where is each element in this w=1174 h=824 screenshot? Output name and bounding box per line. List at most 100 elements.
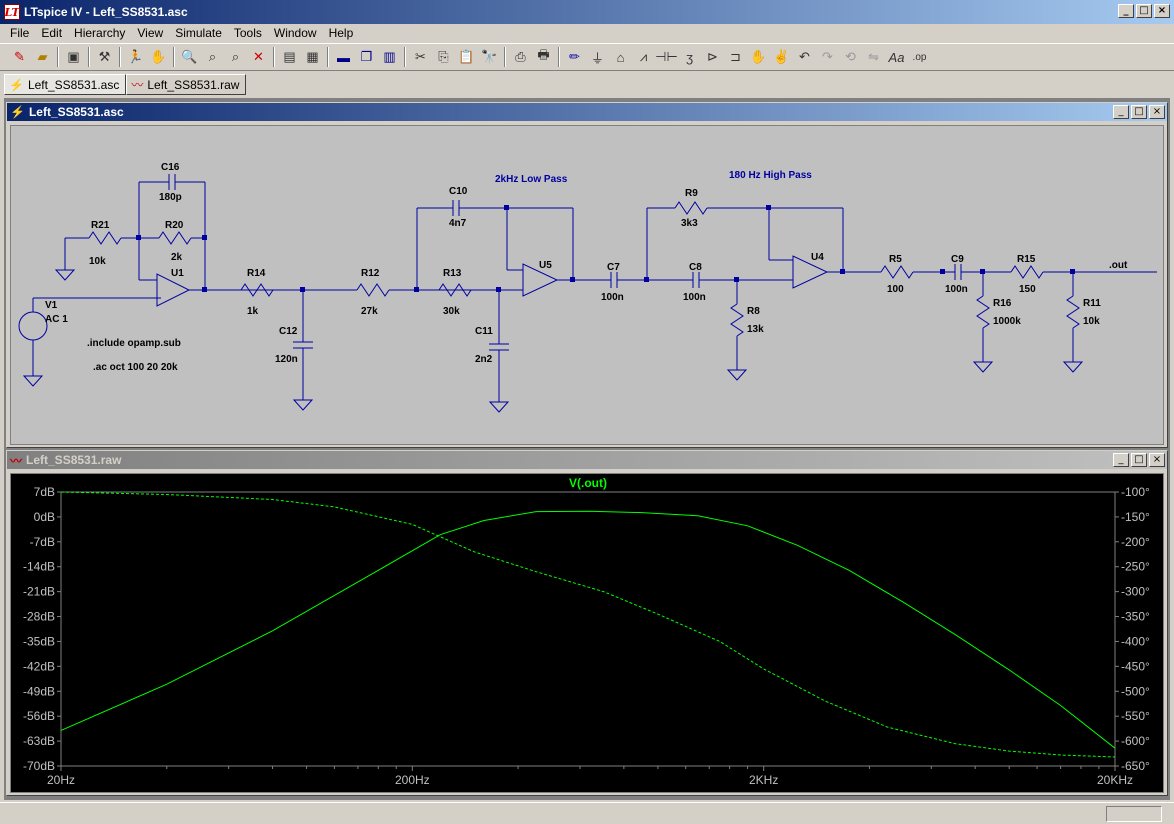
y-right-tick-label: -650° xyxy=(1121,759,1150,773)
y-right-tick-label: -600° xyxy=(1121,734,1150,748)
trace-label: V(.out) xyxy=(569,476,607,490)
text-icon[interactable]: Aa xyxy=(888,49,905,65)
status-bar xyxy=(0,802,1174,824)
menu-file[interactable]: File xyxy=(10,26,30,40)
y-left-tick-label: -28dB xyxy=(23,610,55,624)
menu-hierarchy[interactable]: Hierarchy xyxy=(74,26,126,40)
wire-icon[interactable]: ✏ xyxy=(569,49,580,64)
run-icon[interactable]: 🏃 xyxy=(127,49,144,64)
schematic-maximize-button[interactable]: □ xyxy=(1131,105,1147,119)
y-right-tick-label: -200° xyxy=(1121,535,1150,549)
waveform-minimize-button[interactable]: _ xyxy=(1113,453,1129,467)
halt-icon[interactable]: ✋ xyxy=(150,49,167,64)
maximize-button[interactable]: □ xyxy=(1136,4,1152,18)
menu-edit[interactable]: Edit xyxy=(41,26,63,40)
r8-label: R8 xyxy=(747,306,760,317)
tile-horizontal-icon[interactable]: ▬ xyxy=(337,49,350,65)
tab-waveform[interactable]: 〰 Left_SS8531.raw xyxy=(126,74,247,95)
y-left-tick-label: -49dB xyxy=(23,684,55,698)
r15-value: 150 xyxy=(1019,284,1036,295)
label-icon[interactable]: ⌂ xyxy=(616,49,625,65)
tab-schematic[interactable]: ⚡ Left_SS8531.asc xyxy=(4,74,127,95)
capacitor-icon[interactable]: ⊣⊢ xyxy=(655,49,678,64)
new-schematic-icon[interactable]: ✎ xyxy=(14,49,25,64)
schematic-close-button[interactable]: × xyxy=(1149,105,1165,119)
r13-value: 30k xyxy=(443,306,460,317)
zoom-area-icon[interactable]: ⌕ xyxy=(208,49,217,64)
y-left-tick-label: -42dB xyxy=(23,659,55,673)
app-title-bar[interactable]: LT LTspice IV - Left_SS8531.asc _ □ × xyxy=(0,0,1174,24)
move-icon[interactable]: ✋ xyxy=(750,49,767,64)
include-directive: .include opamp.sub xyxy=(87,338,181,349)
u1-opamp-symbol xyxy=(156,273,191,307)
y-left-tick-label: -7dB xyxy=(30,535,55,549)
cut-icon[interactable]: ✂ xyxy=(415,49,426,64)
save-icon[interactable]: ▣ xyxy=(67,49,80,64)
r20-label: R20 xyxy=(165,220,184,231)
menu-bar: File Edit Hierarchy View Simulate Tools … xyxy=(0,24,1174,42)
y-right-tick-label: -550° xyxy=(1121,709,1150,723)
schematic-icon: ⚡ xyxy=(10,105,25,119)
c8-label: C8 xyxy=(689,262,702,273)
y-right-tick-label: -100° xyxy=(1121,485,1150,499)
grid-icon[interactable]: ▦ xyxy=(306,49,319,64)
y-left-tick-label: -35dB xyxy=(23,634,55,648)
component-icon[interactable]: ⊐ xyxy=(730,49,741,64)
ground-symbol xyxy=(22,375,44,387)
zoom-out-icon[interactable]: ⌕ xyxy=(231,49,240,64)
schematic-canvas[interactable]: C16 180p R21 10k R20 2k U1 V1 AC 1 R14 1… xyxy=(10,125,1164,445)
tile-vertical-icon[interactable]: ▥ xyxy=(383,49,396,64)
menu-simulate[interactable]: Simulate xyxy=(175,26,222,40)
ltspice-logo-icon: LT xyxy=(4,4,20,20)
menu-window[interactable]: Window xyxy=(273,26,317,40)
x-tick-label: 2KHz xyxy=(749,773,778,787)
y-left-tick-label: 7dB xyxy=(34,485,55,499)
redo-icon[interactable]: ↷ xyxy=(822,49,833,64)
r12-value: 27k xyxy=(361,306,378,317)
undo-icon[interactable]: ↶ xyxy=(799,49,810,64)
zoom-cancel-icon[interactable]: ✕ xyxy=(253,49,264,64)
c16-value: 180p xyxy=(159,192,182,203)
copy-icon[interactable]: ⎘ xyxy=(438,49,449,64)
spice-directive-icon[interactable]: .op xyxy=(912,51,927,63)
drag-icon[interactable]: ✌ xyxy=(773,49,790,64)
waveform-maximize-button[interactable]: □ xyxy=(1131,453,1147,467)
r16-value: 1000k xyxy=(993,316,1021,327)
waveform-window-titlebar[interactable]: 〰 Left_SS8531.raw xyxy=(7,451,1167,469)
paste-icon[interactable]: 📋 xyxy=(458,49,475,64)
open-icon[interactable]: ▰ xyxy=(37,49,48,64)
y-right-tick-label: -400° xyxy=(1121,634,1150,648)
y-right-tick-label: -300° xyxy=(1121,585,1150,599)
ground-icon[interactable]: ⏚ xyxy=(590,50,604,66)
ac-directive: .ac oct 100 20 20k xyxy=(93,362,178,373)
waveform-close-button[interactable]: × xyxy=(1149,453,1165,467)
close-button[interactable]: × xyxy=(1154,4,1170,18)
schematic-window-titlebar[interactable]: ⚡ Left_SS8531.asc xyxy=(7,103,1167,121)
resistor-icon[interactable]: ⩘ xyxy=(639,49,648,64)
find-icon[interactable]: 🔭 xyxy=(481,49,498,64)
rotate-icon[interactable]: ⟲ xyxy=(845,49,856,64)
cascade-icon[interactable]: ❐ xyxy=(360,49,373,64)
minimize-button[interactable]: _ xyxy=(1118,4,1134,18)
menu-tools[interactable]: Tools xyxy=(233,26,262,40)
y-right-tick-label: -450° xyxy=(1121,659,1150,673)
c10-value: 4n7 xyxy=(449,218,467,229)
diode-icon[interactable]: ⊳ xyxy=(707,49,718,64)
menu-help[interactable]: Help xyxy=(328,26,354,40)
r15-label: R15 xyxy=(1017,254,1036,265)
menu-view[interactable]: View xyxy=(137,26,164,40)
zoom-in-icon[interactable]: 🔍 xyxy=(181,49,198,64)
autorange-icon[interactable]: ▤ xyxy=(283,49,296,64)
inductor-icon[interactable]: ʒ xyxy=(685,49,694,65)
schematic-minimize-button[interactable]: _ xyxy=(1113,105,1129,119)
phase-trace xyxy=(60,491,1116,758)
mirror-icon[interactable]: ⇋ xyxy=(868,49,879,64)
mdi-workspace: ⚡ Left_SS8531.asc _ □ × xyxy=(4,98,1170,800)
print-icon[interactable]: 🖶 xyxy=(537,47,550,62)
x-tick-label: 20Hz xyxy=(47,773,75,787)
magnitude-trace xyxy=(60,510,1116,749)
tab-label: Left_SS8531.asc xyxy=(27,77,120,92)
control-panel-icon[interactable]: ⚒ xyxy=(98,49,111,64)
print-preview-icon[interactable]: ⎙ xyxy=(515,49,526,64)
